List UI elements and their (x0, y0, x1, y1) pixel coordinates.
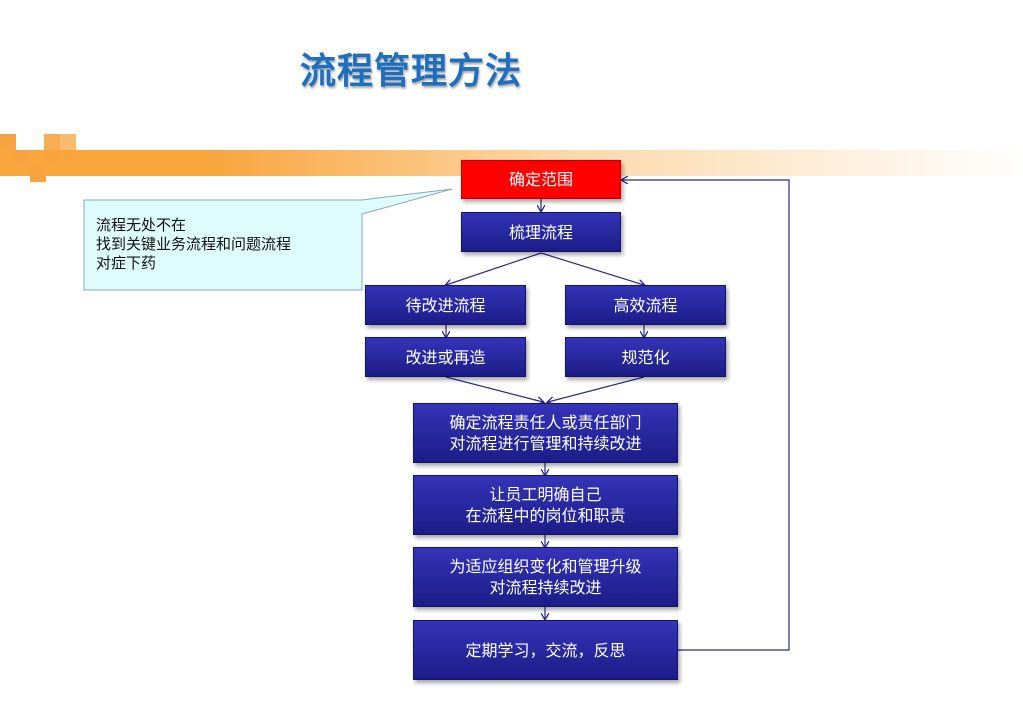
arrow-improve-owner (445, 376, 543, 402)
arrow-sort-efficient (540, 252, 644, 285)
step-scope: 确定范围 (461, 160, 621, 199)
decorative-square (0, 134, 16, 150)
step-efficient: 高效流程 (565, 285, 726, 325)
page-title: 流程管理方法 (300, 51, 523, 92)
callout-bubble (83, 188, 453, 291)
decorative-square (60, 134, 76, 150)
step-clarify: 让员工明确自己 在流程中的岗位和职责 (413, 475, 678, 535)
decorative-square (14, 150, 30, 166)
feedback-loop (622, 180, 790, 651)
decorative-square (46, 150, 62, 166)
callout-line: 对症下药 (96, 254, 157, 272)
arrow-sort-toimprove (446, 252, 542, 285)
callout-line: 流程无处不在 (96, 216, 187, 234)
callout-line: 找到关键业务流程和问题流程 (96, 235, 292, 253)
step-adapt: 为适应组织变化和管理升级 对流程持续改进 (413, 547, 678, 607)
decorative-square (44, 134, 60, 150)
step-improve: 改进或再造 (365, 337, 526, 377)
step-to-improve: 待改进流程 (365, 285, 526, 325)
decorative-square (30, 166, 46, 182)
step-owner: 确定流程责任人或责任部门 对流程进行管理和持续改进 (413, 403, 678, 463)
step-sort: 梳理流程 (461, 212, 621, 252)
callout: 流程无处不在 找到关键业务流程和问题流程 对症下药 (96, 216, 291, 273)
arrow-standardize-owner (548, 376, 645, 402)
step-standardize: 规范化 (565, 337, 726, 377)
step-review: 定期学习，交流，反思 (413, 620, 678, 680)
